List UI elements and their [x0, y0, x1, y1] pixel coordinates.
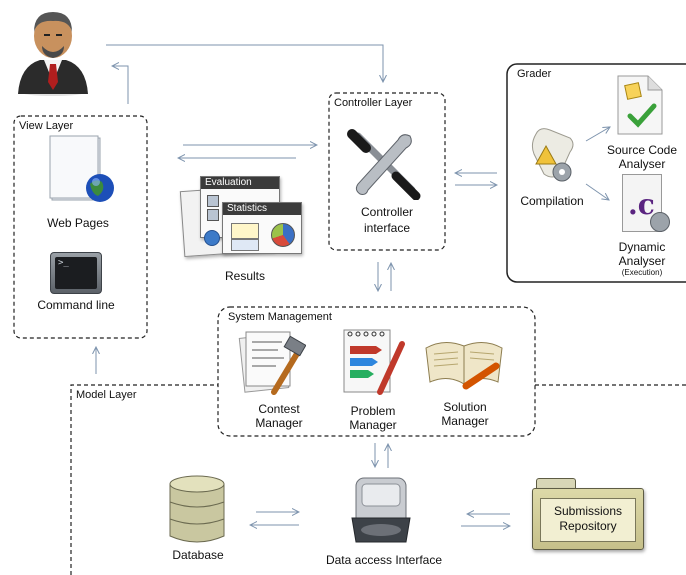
source-code-analyser-icon [617, 75, 663, 135]
model-layer-title: Model Layer [76, 389, 137, 401]
submissions-label-line2: Repository [559, 519, 617, 533]
submissions-label-line1: Submissions [553, 504, 623, 518]
web-pages-label: Web Pages [47, 216, 109, 230]
database-icon [169, 475, 225, 543]
source-code-label-line2: Analyser [618, 157, 666, 171]
arrow-user-to-controller [106, 44, 383, 82]
problem-label-line1: Problem [350, 404, 396, 418]
controller-label-line2: interface [363, 221, 411, 235]
statistics-titlebar: Statistics [223, 203, 301, 215]
submissions-repository-icon: Submissions Repository [532, 478, 644, 550]
controller-layer-frame [328, 92, 446, 251]
dynamic-glyph: .c [628, 188, 655, 221]
dynamic-analyser-icon: .c [620, 174, 672, 236]
controller-label-line1: Controller [360, 205, 414, 219]
problem-manager-icon [343, 329, 405, 395]
controller-layer-title: Controller Layer [334, 97, 413, 109]
problem-label-line2: Manager [349, 418, 397, 432]
view-layer-title: View Layer [19, 120, 74, 132]
solution-manager-icon [425, 342, 503, 390]
arrow-view-to-user [112, 66, 129, 104]
compilation-icon [531, 128, 574, 182]
user-avatar-icon [18, 12, 88, 96]
data-access-interface-icon [351, 477, 411, 543]
tools-icon [347, 129, 421, 200]
evaluation-titlebar: Evaluation [201, 177, 279, 189]
view-layer-frame [13, 115, 148, 339]
contest-label-line1: Contest [258, 402, 300, 416]
arrow-compilation-to-dynamic [585, 183, 609, 200]
results-icon: Evaluation Statistics [179, 174, 302, 258]
data-access-label: Data access Interface [325, 553, 443, 567]
solution-label-line1: Solution [443, 400, 487, 414]
database-label: Database [172, 548, 224, 562]
contest-label-line2: Manager [255, 416, 303, 430]
system-management-title: System Management [228, 311, 332, 323]
dynamic-label-line3: (Execution) [621, 268, 663, 277]
command-line-icon: >_ [50, 252, 102, 294]
command-line-label: Command line [37, 298, 115, 312]
terminal-prompt: >_ [58, 258, 69, 268]
grader-frame [506, 63, 686, 283]
model-layer-frame [70, 384, 686, 575]
compilation-label: Compilation [520, 194, 584, 208]
web-pages-icon [49, 135, 114, 202]
dynamic-label-line1: Dynamic [618, 240, 666, 254]
solution-label-line2: Manager [441, 414, 489, 428]
dynamic-label-line2: Analyser [618, 254, 666, 268]
results-label: Results [224, 269, 265, 283]
grader-title: Grader [517, 68, 552, 80]
arrow-compilation-to-source [585, 127, 610, 142]
source-code-label-line1: Source Code [606, 143, 678, 157]
contest-manager-icon [238, 331, 306, 395]
